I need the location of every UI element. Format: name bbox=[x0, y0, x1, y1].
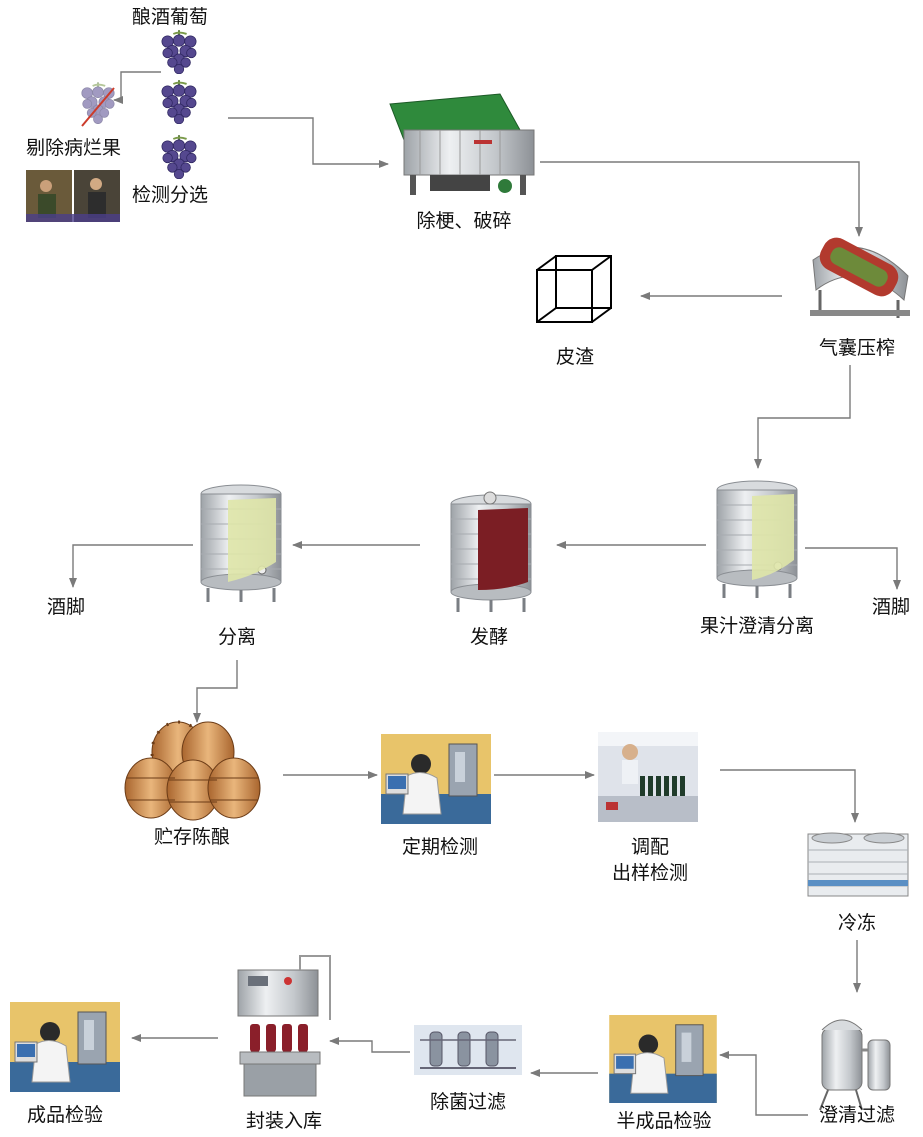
arrow-sterile-to-bottling bbox=[329, 1037, 410, 1053]
arrow-clarify-filter-to-semi bbox=[719, 1051, 808, 1116]
label-blending: 调配 bbox=[630, 836, 670, 858]
clarification-filter-machine bbox=[819, 1019, 891, 1111]
arrow-press-to-clarify bbox=[754, 365, 851, 469]
pneumatic-press-machine bbox=[810, 237, 910, 318]
label-inspect-sort: 检测分选 bbox=[132, 184, 209, 206]
arrow-blend-to-freeze bbox=[720, 769, 859, 823]
label-remove-rotten: 剔除病烂果 bbox=[26, 137, 122, 159]
arrow-separate-to-aging bbox=[193, 660, 238, 723]
bottling-machine bbox=[237, 955, 331, 1097]
rotten-grape-icon bbox=[80, 82, 116, 127]
label-freezing: 冷冻 bbox=[837, 912, 877, 934]
pomace-cube bbox=[536, 255, 612, 323]
label-clarify-filter: 澄清过滤 bbox=[818, 1104, 896, 1126]
semi-product-inspection-photo bbox=[609, 1015, 717, 1103]
destemmer-crusher-machine bbox=[389, 93, 535, 195]
grape-cluster-icon bbox=[160, 135, 198, 179]
label-juice-clarification: 果汁澄清分离 bbox=[699, 615, 815, 637]
connectors bbox=[69, 71, 901, 1116]
fermentation-tank bbox=[449, 491, 533, 614]
oak-barrels bbox=[124, 720, 261, 821]
label-pomace: 皮渣 bbox=[555, 346, 595, 368]
label-destem-crush: 除梗、破碎 bbox=[416, 210, 512, 232]
label-aging: 贮存陈酿 bbox=[153, 826, 231, 848]
label-grapes: 酿酒葡萄 bbox=[132, 6, 209, 28]
blending-lab-photo bbox=[598, 732, 698, 822]
sterile-filter-machine bbox=[414, 1025, 522, 1075]
label-pneumatic-press: 气囊压榨 bbox=[818, 337, 896, 359]
label-semi-inspection: 半成品检验 bbox=[616, 1110, 712, 1132]
periodic-inspection-photo bbox=[381, 734, 491, 824]
arrow-sort-to-destem bbox=[228, 117, 389, 168]
label-sterile-filter: 除菌过滤 bbox=[429, 1091, 507, 1113]
grape-cluster-icon bbox=[160, 30, 198, 74]
label-fermentation: 发酵 bbox=[469, 626, 509, 648]
label-sample-inspection: 出样检测 bbox=[611, 862, 689, 884]
final-inspection-photo bbox=[10, 1002, 120, 1092]
workers-photo bbox=[26, 170, 120, 222]
arrow-grape-to-rotten bbox=[113, 71, 161, 104]
clarification-tank bbox=[715, 480, 799, 600]
grape-cluster-icon bbox=[160, 80, 198, 124]
label-periodic-inspection: 定期检测 bbox=[401, 836, 479, 858]
label-lees-right: 酒脚 bbox=[872, 596, 911, 618]
separation-tank bbox=[199, 484, 283, 604]
label-bottling: 封装入库 bbox=[245, 1110, 323, 1132]
cooling-unit bbox=[807, 832, 909, 897]
label-final-inspection: 成品检验 bbox=[26, 1104, 104, 1126]
label-lees-left: 酒脚 bbox=[47, 596, 86, 618]
arrow-destem-to-press bbox=[540, 161, 863, 237]
arrow-clarify-to-lees bbox=[805, 547, 901, 590]
label-separation: 分离 bbox=[217, 626, 257, 648]
arrow-separate-to-lees bbox=[69, 544, 193, 588]
